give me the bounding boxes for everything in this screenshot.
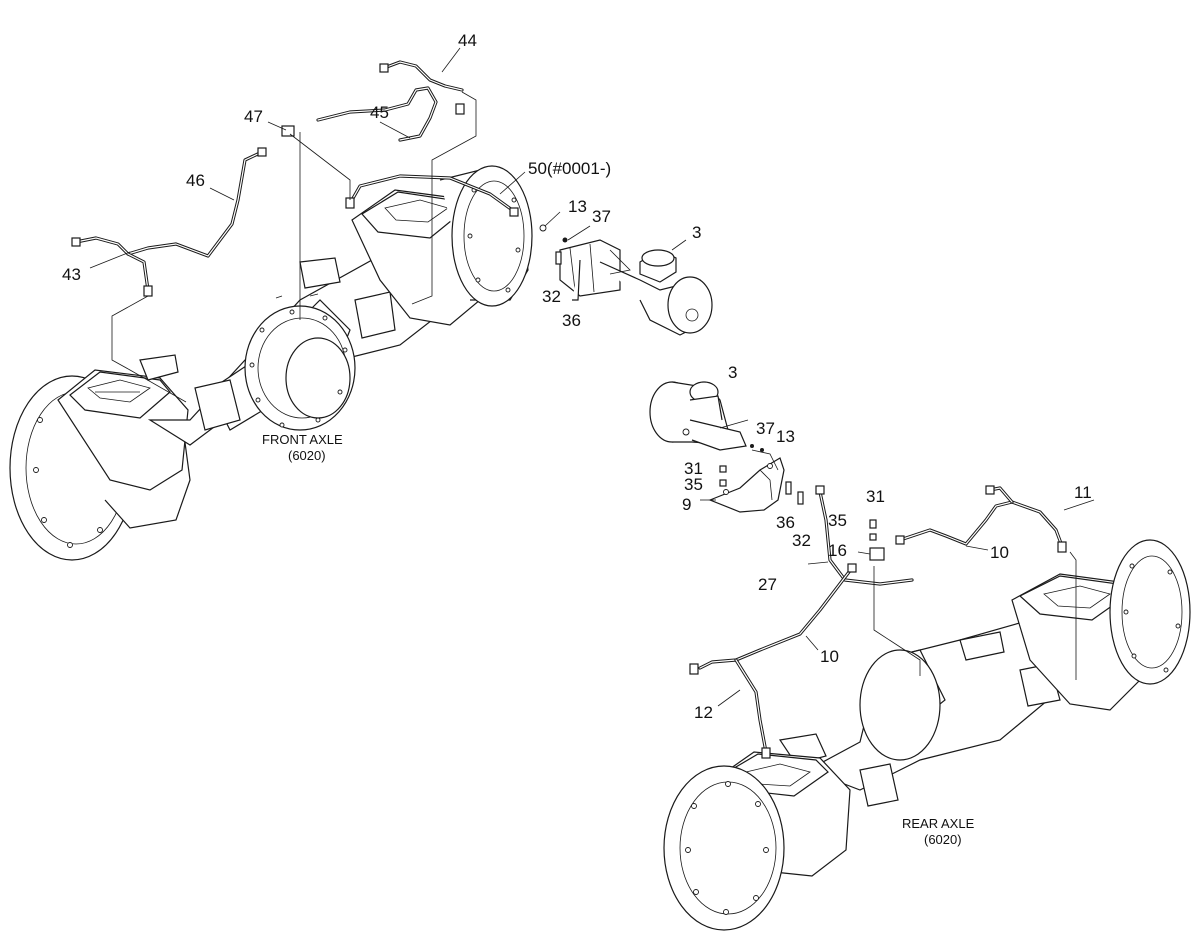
rear-left-brake-housing (663, 751, 851, 931)
callout-31-rear-left: 31 (684, 459, 703, 478)
rear-leader-lines (700, 419, 1095, 707)
front-brake-pipes (71, 60, 519, 297)
callout-10-lower: 10 (820, 647, 839, 666)
callout-50: 50(#0001-) (528, 159, 611, 178)
rear-brake-chamber (649, 381, 764, 452)
callout-10-upper: 10 (990, 543, 1009, 562)
front-right-hub-flange (439, 165, 533, 307)
callout-44: 44 (458, 31, 477, 50)
callout-9: 9 (682, 495, 691, 514)
callout-36-rear: 36 (776, 513, 795, 532)
rear-mounting-bracket (708, 457, 804, 513)
callout-43: 43 (62, 265, 81, 284)
rear-axle-caption-line1: REAR AXLE (902, 816, 975, 831)
callout-27: 27 (758, 575, 777, 594)
callout-37-rear: 37 (756, 419, 775, 438)
callout-35-rear-right: 35 (828, 511, 847, 530)
front-axle-assembly: FRONT AXLE (6020) 44 45 47 46 43 50(#000… (9, 31, 713, 561)
callout-13-front: 13 (568, 197, 587, 216)
callout-12: 12 (694, 703, 713, 722)
front-left-brake-housing (57, 369, 189, 491)
callout-16: 16 (828, 541, 847, 560)
callout-36-front: 36 (562, 311, 581, 330)
callout-3-front: 3 (692, 223, 701, 242)
front-axle-housing (139, 249, 446, 446)
callout-3-rear: 3 (728, 363, 737, 382)
rear-axle-caption-line2: (6020) (924, 832, 962, 847)
callout-13-rear: 13 (776, 427, 795, 446)
callout-32-rear: 32 (792, 531, 811, 550)
front-leader-lines (89, 47, 591, 403)
callout-37-front: 37 (592, 207, 611, 226)
front-axle-caption-line1: FRONT AXLE (262, 432, 343, 447)
callout-31-rear-right: 31 (866, 487, 885, 506)
front-axle-caption-line2: (6020) (288, 448, 326, 463)
callout-35-rear-left: 35 (684, 475, 703, 494)
callout-47: 47 (244, 107, 263, 126)
callout-46: 46 (186, 171, 205, 190)
callout-11: 11 (1074, 483, 1092, 502)
rear-brake-pipes (689, 485, 1067, 759)
callout-32-front: 32 (542, 287, 561, 306)
callout-45: 45 (370, 103, 389, 122)
rear-axle-assembly: REAR AXLE (6020) 3 37 13 31 35 9 36 32 3… (649, 363, 1191, 931)
front-brake-chamber (539, 224, 713, 336)
